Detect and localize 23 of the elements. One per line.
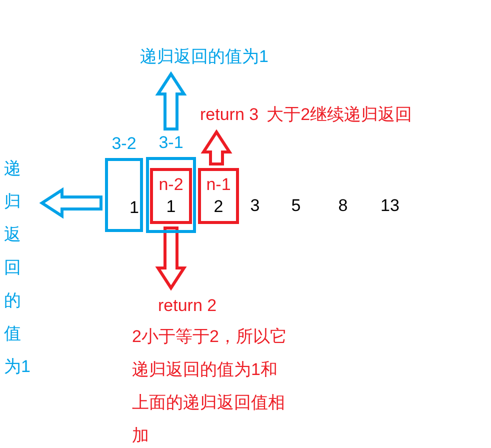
block-arrow bbox=[155, 226, 187, 291]
sequence-number: 3 bbox=[250, 196, 260, 216]
annotation-text: 大于2继续递归返回 bbox=[266, 104, 412, 126]
frame-box bbox=[198, 168, 239, 224]
sequence-number: 1 bbox=[130, 198, 139, 218]
annotation-text: return 2 bbox=[157, 295, 218, 317]
block-arrow bbox=[39, 187, 102, 219]
frame-heading: n-1 bbox=[206, 174, 231, 196]
sequence-number: 5 bbox=[291, 196, 301, 216]
sequence-number: 2 bbox=[214, 196, 224, 218]
annotation-text: 2小于等于2，所以它递归返回的值为1和上面的递归返回值相加 bbox=[132, 326, 288, 447]
sequence-number: 1 bbox=[166, 196, 176, 218]
frame-heading: 3-2 bbox=[110, 134, 138, 154]
sequence-number: 13 bbox=[380, 196, 400, 216]
block-arrow bbox=[155, 71, 187, 130]
annotation-text: 递归返回的值为1 bbox=[140, 46, 268, 68]
annotation-text: 递归返回的值为1 bbox=[4, 158, 32, 378]
frame-heading: n-2 bbox=[158, 174, 184, 196]
sequence-number: 8 bbox=[338, 196, 348, 216]
frame-heading: 3-1 bbox=[158, 133, 184, 153]
frame-box bbox=[150, 168, 192, 224]
annotation-text: return 3 bbox=[200, 104, 259, 126]
block-arrow bbox=[200, 129, 232, 166]
